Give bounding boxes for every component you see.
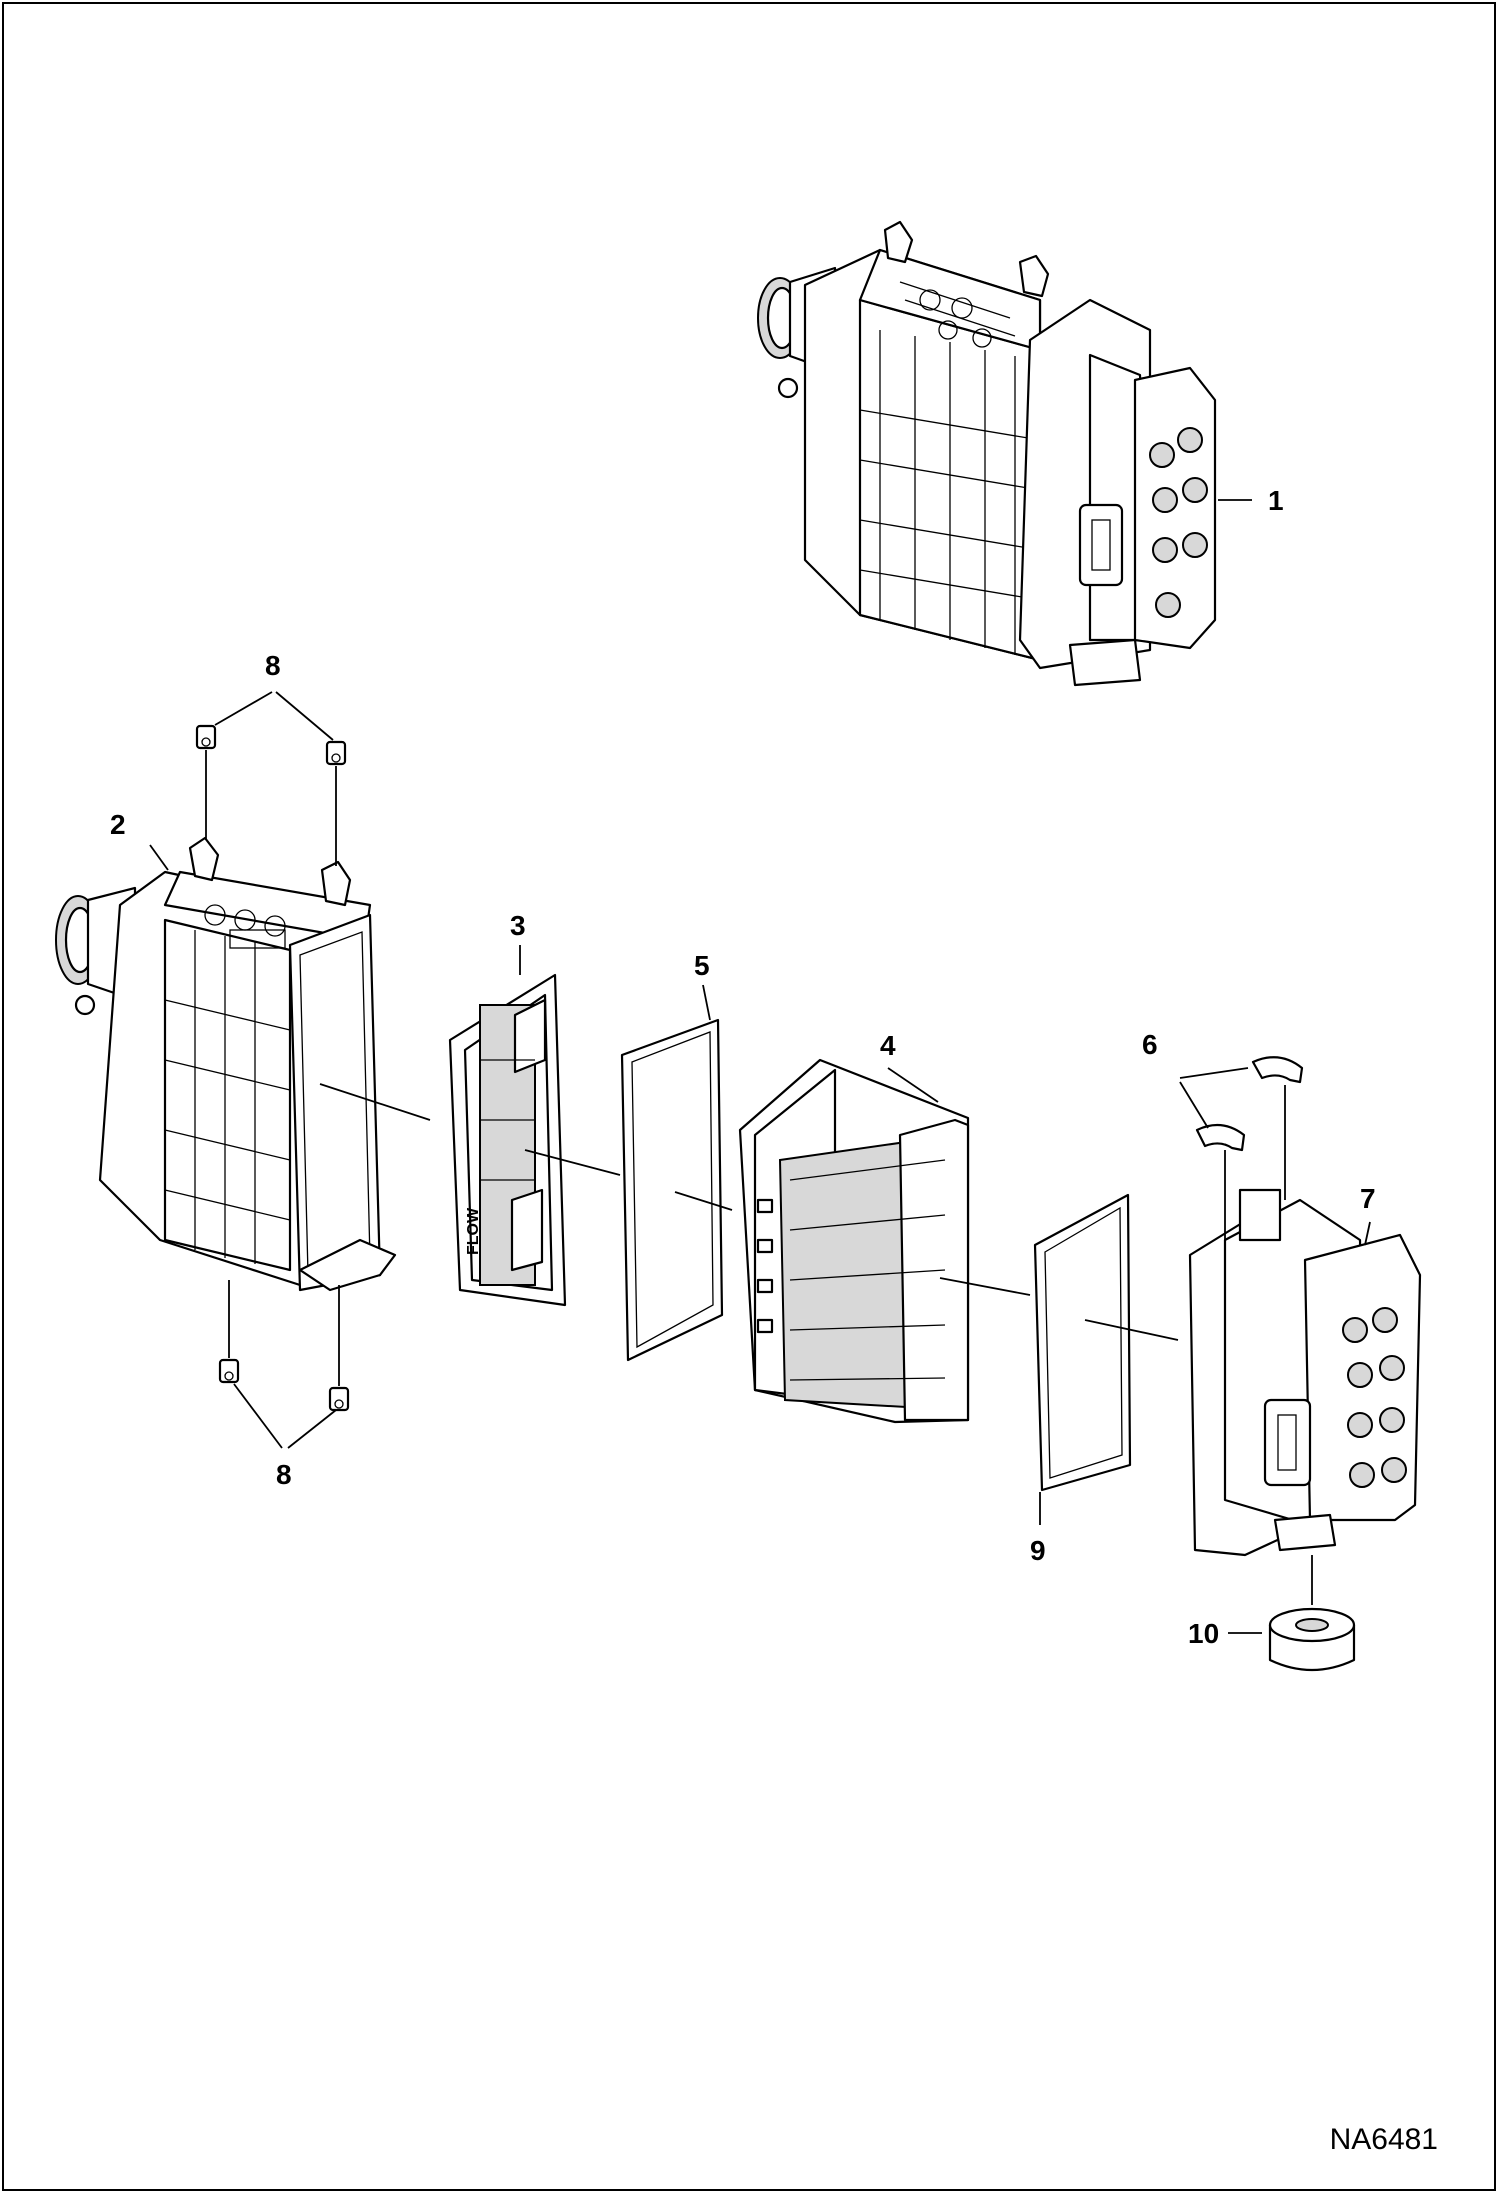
gasket-seal-9 bbox=[1033, 1193, 1132, 1492]
centerline-5-4 bbox=[674, 1191, 733, 1211]
callout-5: 5 bbox=[694, 950, 710, 981]
callout-7: 7 bbox=[1360, 1183, 1376, 1214]
leader-8b-left bbox=[233, 1383, 283, 1449]
centerline-4-9 bbox=[939, 1277, 1031, 1296]
safety-filter-element: FLOW bbox=[448, 973, 567, 1307]
nut-fasteners bbox=[195, 724, 350, 1412]
centerline-2-3 bbox=[319, 1083, 431, 1121]
leader-8b-right bbox=[287, 1409, 337, 1449]
centerline-3-5 bbox=[524, 1149, 621, 1176]
leader-8a-right bbox=[275, 691, 334, 741]
callout-1: 1 bbox=[1268, 485, 1284, 516]
callout-8-bottom: 8 bbox=[276, 1459, 292, 1490]
retaining-clips bbox=[1195, 1056, 1304, 1152]
housing-cover bbox=[1188, 1188, 1422, 1557]
callout-10: 10 bbox=[1188, 1618, 1219, 1649]
callout-9: 9 bbox=[1030, 1535, 1046, 1566]
centerline-9-7 bbox=[1084, 1319, 1179, 1341]
callout-8-top: 8 bbox=[265, 650, 281, 681]
leader-line-5 bbox=[702, 984, 711, 1021]
leader-line-7 bbox=[1364, 1221, 1371, 1246]
leader-6-upper bbox=[1179, 1067, 1249, 1079]
air-cleaner-housing bbox=[55, 836, 397, 1292]
assembled-air-cleaner bbox=[757, 220, 1217, 687]
drawing-number: NA6481 bbox=[1329, 2123, 1438, 2156]
leader-line-4 bbox=[887, 1067, 939, 1103]
callout-3: 3 bbox=[510, 910, 526, 941]
callout-6: 6 bbox=[1142, 1029, 1158, 1060]
leader-8a-left bbox=[214, 691, 273, 726]
leader-6-lower bbox=[1179, 1081, 1209, 1129]
leader-line-2 bbox=[149, 844, 169, 871]
primary-filter-element bbox=[738, 1058, 970, 1424]
callout-2: 2 bbox=[110, 809, 126, 840]
evacuator-valve bbox=[1268, 1607, 1356, 1672]
flow-direction-label: FLOW bbox=[465, 1207, 482, 1255]
gasket-seal-5 bbox=[620, 1018, 724, 1362]
callout-4: 4 bbox=[880, 1030, 896, 1061]
